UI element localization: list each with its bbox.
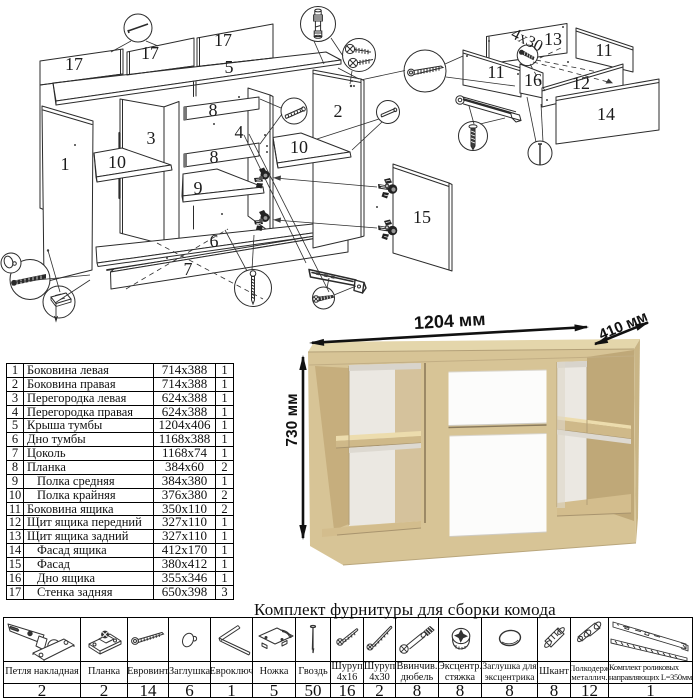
svg-text:11: 11 [487,62,504,82]
svg-text:13: 13 [544,29,562,49]
svg-text:12: 12 [572,73,590,93]
svg-text:17: 17 [141,43,159,63]
svg-text:10: 10 [108,152,126,172]
svg-text:1: 1 [61,154,70,174]
svg-text:15: 15 [413,207,431,227]
svg-text:4: 4 [235,122,244,142]
svg-text:17: 17 [65,54,83,74]
svg-text:2: 2 [334,101,343,121]
svg-text:10: 10 [290,137,308,157]
svg-text:8: 8 [210,147,219,167]
svg-text:1204 мм: 1204 мм [413,309,486,333]
svg-text:17: 17 [214,30,232,50]
svg-text:8: 8 [209,100,218,120]
svg-text:11: 11 [595,40,612,60]
svg-text:7: 7 [184,259,193,279]
svg-text:9: 9 [194,178,203,198]
svg-text:14: 14 [597,104,615,124]
svg-text:730 мм: 730 мм [284,393,301,446]
svg-text:3: 3 [147,128,156,148]
svg-text:16: 16 [524,70,542,90]
svg-text:5: 5 [225,57,234,77]
svg-text:6: 6 [210,231,219,251]
svg-text:410 мм: 410 мм [596,308,650,344]
